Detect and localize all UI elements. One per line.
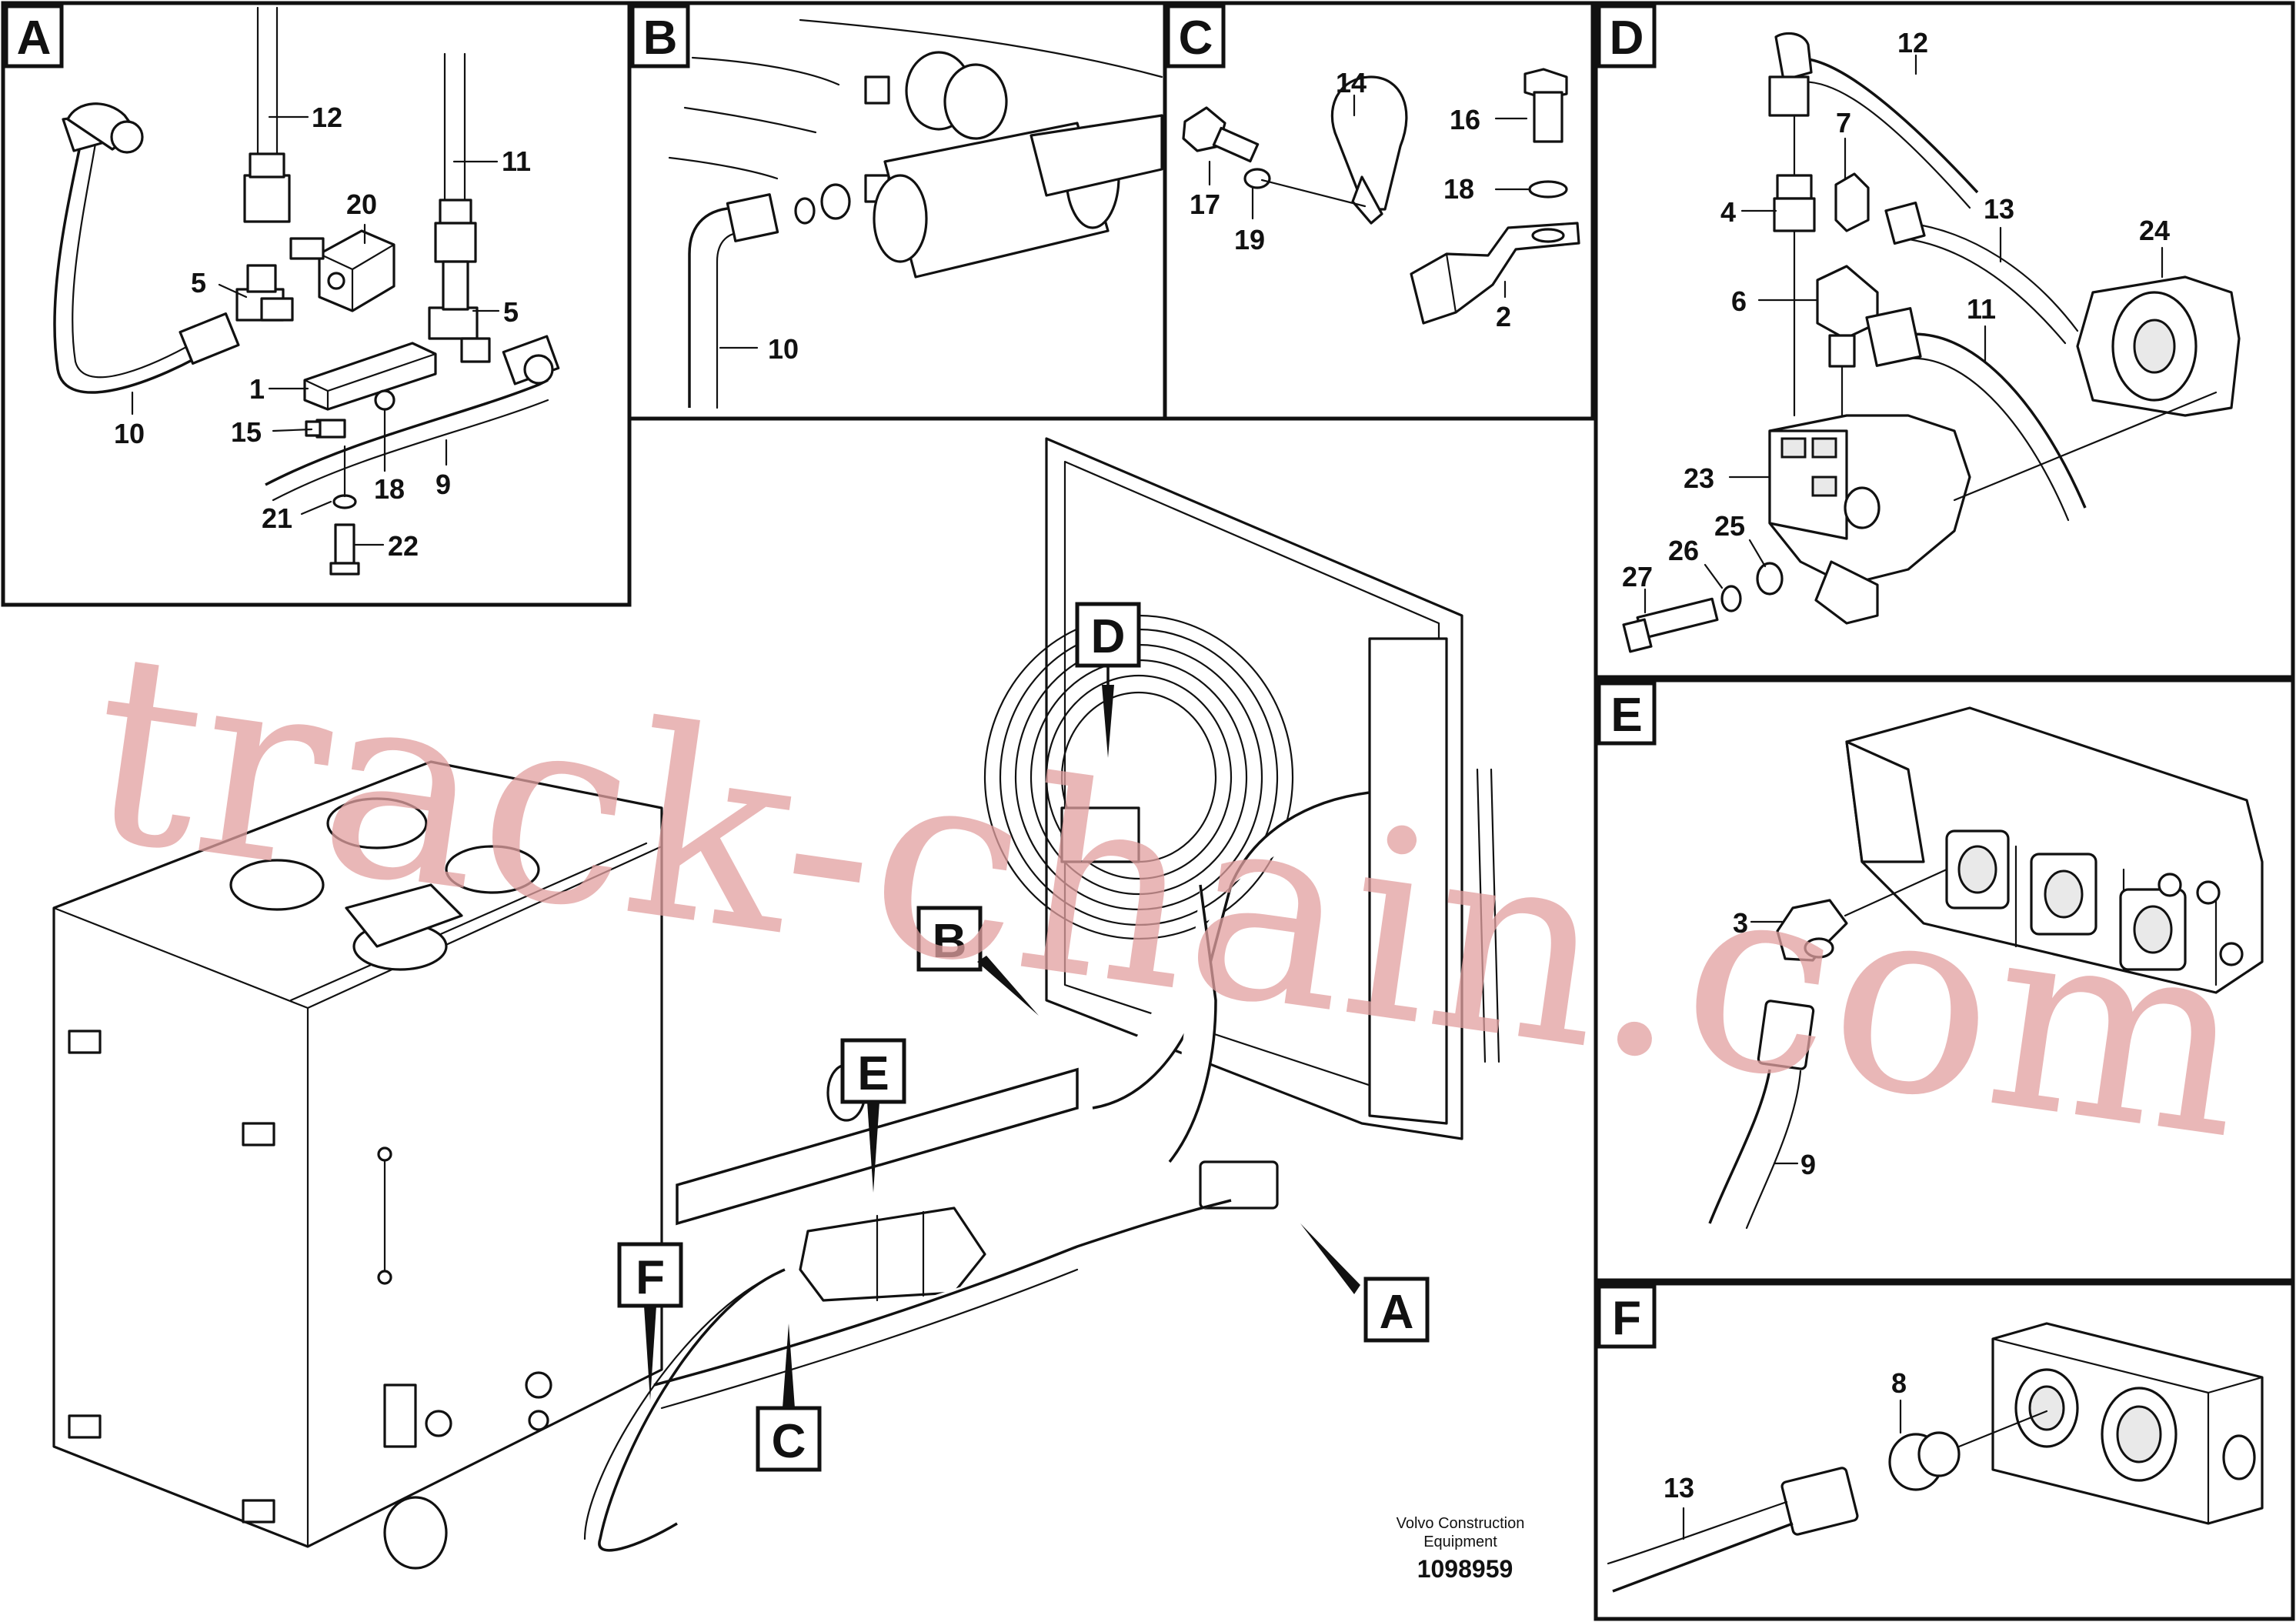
- callout-a-10: 10: [114, 418, 145, 449]
- callout-a-9: 9: [436, 469, 451, 500]
- main-tag-c-arrow: [783, 1323, 795, 1408]
- callout-d-7: 7: [1836, 107, 1851, 139]
- main-tag-e: E: [857, 1047, 889, 1100]
- callout-e-3: 3: [1733, 907, 1748, 939]
- main-tag-c: C: [772, 1415, 806, 1468]
- main-tag-b: B: [933, 915, 967, 968]
- callout-c-18: 18: [1443, 173, 1474, 205]
- panel-d-frame: [1594, 1, 2295, 679]
- callout-a-18: 18: [374, 473, 405, 505]
- panel-d-tag: D: [1610, 12, 1644, 65]
- main-tag-e-arrow: [867, 1102, 879, 1193]
- callout-d-13: 13: [1984, 193, 2014, 225]
- panel-e-tag: E: [1610, 689, 1642, 742]
- panel-c-labels: C 14 16 17 19 18 2: [1166, 4, 1530, 332]
- panel-a-drawing: [53, 6, 560, 576]
- main-assembly-drawing: [52, 437, 1500, 1570]
- callout-d-23: 23: [1684, 462, 1714, 494]
- callout-c-14: 14: [1336, 67, 1367, 98]
- panel-f-labels: F 8 13: [1597, 1284, 1907, 1540]
- callout-c-16: 16: [1450, 104, 1480, 135]
- panel-e-tag-box: [1597, 681, 1657, 746]
- callout-a-20: 20: [346, 189, 377, 220]
- panel-a-tag: A: [17, 12, 52, 65]
- panel-c-drawing: [1182, 68, 1580, 325]
- main-tag-f-box: [617, 1242, 683, 1308]
- maker-line-1: Volvo Construction: [1397, 1515, 1525, 1532]
- footer: Volvo Construction Equipment 1098959: [1397, 1515, 1525, 1583]
- callout-a-5-left: 5: [191, 267, 206, 299]
- main-tag-b-box: [916, 906, 983, 972]
- panel-b-tag-box: [630, 4, 690, 68]
- panel-a-tag-box: [4, 4, 64, 68]
- callout-a-1: 1: [249, 373, 265, 405]
- main-tag-a-box: [1363, 1277, 1430, 1343]
- callout-a-21: 21: [262, 502, 292, 534]
- panel-b-tag: B: [643, 12, 678, 65]
- panel-f-tag: F: [1612, 1292, 1641, 1345]
- callout-a-22: 22: [388, 530, 419, 562]
- callout-d-11: 11: [1967, 293, 1996, 325]
- callout-f-13: 13: [1664, 1472, 1694, 1504]
- main-tag-d-arrow: [1102, 685, 1114, 758]
- panel-c-tag-box: [1166, 4, 1226, 68]
- main-tag-d: D: [1091, 610, 1126, 663]
- panel-f-tag-box: [1597, 1284, 1657, 1349]
- panel-f-drawing: [1607, 1322, 2264, 1593]
- callout-d-26: 26: [1668, 535, 1699, 566]
- main-tag-b-arrow: [977, 956, 1039, 1016]
- panel-f-frame: [1594, 1281, 2295, 1621]
- callout-e-9: 9: [1800, 1149, 1816, 1180]
- callout-d-24: 24: [2139, 215, 2170, 246]
- panel-b-drawing: [668, 18, 1163, 409]
- callout-d-27: 27: [1622, 561, 1653, 592]
- panel-a-labels: A 12 11 20 5 5 1 15 10 18 9 21 22: [4, 4, 531, 562]
- main-tag-a: A: [1380, 1286, 1414, 1339]
- callout-d-6: 6: [1731, 285, 1747, 317]
- panel-e-frame: [1594, 678, 2295, 1283]
- callout-a-12: 12: [312, 102, 342, 133]
- callout-f-8: 8: [1891, 1367, 1907, 1399]
- document-id: 1098959: [1417, 1555, 1513, 1583]
- callout-d-4: 4: [1720, 196, 1736, 228]
- main-view-tags: D B E F C A: [617, 602, 1430, 1472]
- callout-a-5-right: 5: [503, 296, 519, 328]
- callout-b-10: 10: [768, 333, 799, 365]
- panel-c-tag: C: [1179, 12, 1213, 65]
- panel-d-tag-box: [1597, 4, 1657, 68]
- panel-d-drawing: [1622, 32, 2241, 653]
- main-tag-a-arrow: [1300, 1223, 1360, 1294]
- callout-a-15: 15: [231, 416, 262, 448]
- main-tag-f-arrow: [644, 1306, 656, 1400]
- panel-d-labels: D 12 7 4 13 6 11 24 23 25 26 27: [1597, 4, 2170, 614]
- callout-d-12: 12: [1897, 27, 1928, 58]
- callout-a-11: 11: [502, 145, 531, 177]
- callout-c-17: 17: [1190, 189, 1220, 220]
- callout-c-19: 19: [1234, 224, 1265, 255]
- callout-d-25: 25: [1714, 510, 1745, 542]
- panel-b-labels: B 10: [630, 4, 799, 365]
- panel-e-drawing: [1708, 706, 2264, 1230]
- panel-e-labels: E 3 9: [1597, 681, 1816, 1180]
- main-tag-f: F: [636, 1251, 665, 1304]
- maker-line-2: Equipment: [1423, 1534, 1497, 1550]
- callout-c-2: 2: [1496, 301, 1511, 332]
